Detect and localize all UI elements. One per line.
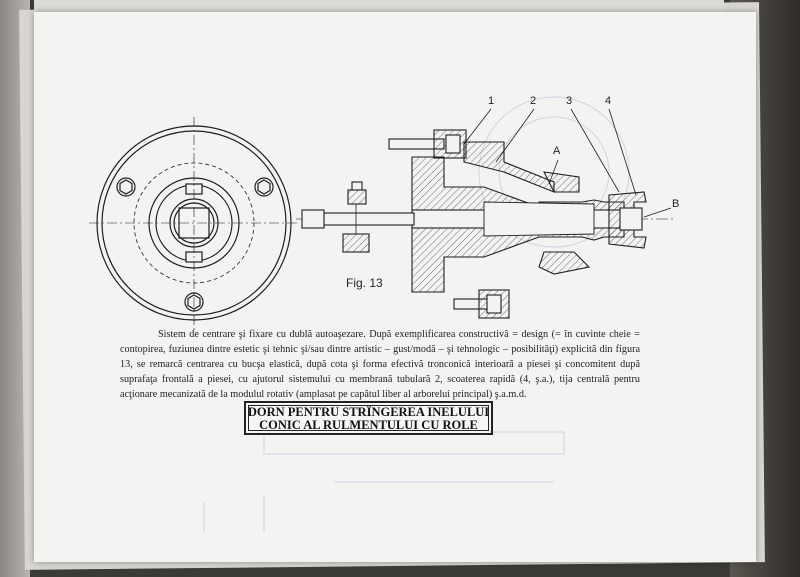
callout-b: B [672, 198, 680, 210]
document-page: 1 2 3 4 A B Fig. 13 Sistem de centrare ş… [34, 12, 756, 562]
title-line-1: DORN PENTRU STRÎNGEREA INELULUI [247, 405, 490, 419]
callout-2: 2 [530, 95, 537, 107]
fig-13-drawing [89, 108, 674, 330]
caption-line: tija centrală pentru acţionare mecanizat… [120, 374, 640, 400]
title-line-2: CONIC AL RULMENTULUI CU ROLE [259, 418, 478, 432]
callout-1: 1 [488, 95, 495, 107]
section-view [296, 129, 674, 319]
front-view [89, 117, 299, 330]
caption-line: contopirea, fuziunea dintre estetic şi t… [120, 344, 613, 355]
figure-caption: Sistem de centrare şi fixare cu dublă au… [120, 327, 640, 402]
callout-a: A [553, 145, 561, 157]
leader-lines [463, 108, 672, 218]
figure-label: Fig. 13 [346, 276, 383, 290]
title-box: DORN PENTRU STRÎNGEREA INELULUI CONIC AL… [244, 401, 493, 435]
caption-line: Sistem de centrare şi fixare cu dublă au… [158, 329, 640, 340]
next-page-edge [34, 0, 724, 14]
callout-3: 3 [566, 95, 573, 107]
callout-4: 4 [605, 95, 612, 107]
caption-line: concomitent după suprafaţa frontală a pi… [120, 359, 640, 385]
caption-line: figura 13, se remarcă centrarea cu bucşa… [120, 344, 640, 370]
